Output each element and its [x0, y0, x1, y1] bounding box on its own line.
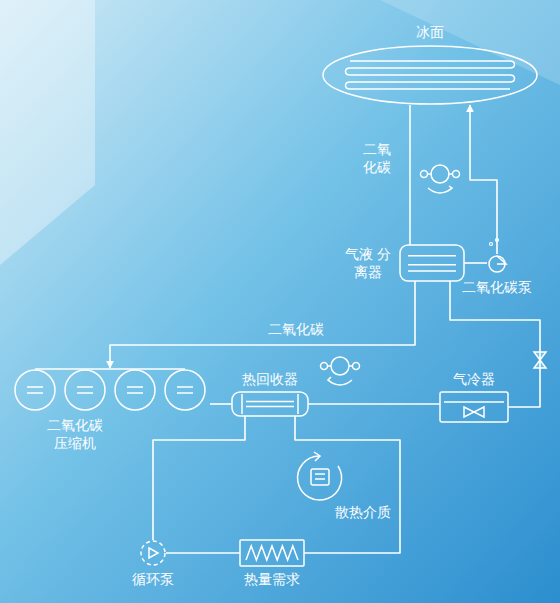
- pump-arrow: [149, 548, 158, 558]
- pipe: [153, 416, 245, 540]
- component-label: 循环泵: [132, 570, 174, 588]
- pipe: [450, 281, 540, 407]
- component-label: 热量需求: [244, 570, 300, 588]
- suction-header: [35, 368, 185, 370]
- component-label: 热回收器: [242, 370, 298, 388]
- sep-shape: [400, 245, 464, 281]
- liquid-level: [408, 270, 456, 272]
- ice-rink: 冰面: [322, 45, 538, 105]
- fan-symbol: [464, 407, 484, 417]
- component-label: 冰面: [416, 23, 444, 41]
- rink-outline: [323, 46, 537, 104]
- exchanger-tube: [246, 406, 294, 408]
- liquid-level: [408, 255, 456, 257]
- pale-panel: [0, 0, 95, 265]
- compressor-mark: [77, 392, 93, 394]
- hx-shape: [232, 392, 308, 416]
- pipe: [110, 281, 415, 368]
- node-shape: [322, 45, 538, 105]
- heat-demand: 热量需求: [240, 540, 304, 566]
- exchanger-plate: [297, 394, 299, 414]
- cp-shape: [141, 541, 165, 565]
- pipe: [409, 105, 411, 245]
- pump-body: [141, 541, 165, 565]
- pump-body: [489, 256, 505, 272]
- pipe: [464, 262, 487, 264]
- compressor-bank: 二氧化碳 压缩机: [10, 368, 210, 412]
- compressor-unit: [115, 370, 155, 410]
- component-label: 气冷器: [453, 370, 495, 388]
- node-shape: [240, 540, 304, 566]
- compressor-mark: [177, 386, 193, 388]
- label-holder: 二氧 化碳: [362, 140, 393, 176]
- medium-label: 散热介质: [335, 503, 391, 521]
- component-label: 二氧化碳泵: [462, 278, 532, 296]
- co2-pump: 二氧化碳泵: [487, 254, 507, 274]
- co2-flow-icon: [421, 165, 460, 193]
- liquid-level: [408, 264, 456, 266]
- compressor-mark: [177, 392, 193, 394]
- exchanger-body: [232, 392, 308, 416]
- demand-body: [240, 540, 304, 566]
- co2-label: 二氧 化碳: [362, 140, 393, 176]
- compressor-unit: [65, 370, 105, 410]
- exchanger-tube: [246, 401, 294, 403]
- component-label: 二氧化碳 压缩机: [44, 416, 106, 452]
- node-shape: [440, 392, 508, 422]
- label-holder: 散热介质: [335, 503, 391, 521]
- radiator-zigzag: [246, 546, 298, 560]
- pump-shape: [489, 256, 506, 272]
- pale-stripe: [380, 0, 560, 85]
- separator-body: [400, 245, 464, 281]
- gas-cooler: 气冷器: [440, 392, 508, 422]
- comp-shape: [15, 369, 205, 410]
- medium-icon: [298, 452, 342, 500]
- hd-shape: [240, 540, 304, 566]
- pipe: [295, 416, 400, 553]
- compressor-mark: [27, 386, 43, 388]
- pump-outlet: [497, 256, 506, 264]
- co2-label: 二氧化碳: [268, 320, 324, 338]
- pipe: [470, 105, 497, 254]
- circulation-pump: 循环泵: [140, 540, 166, 566]
- component-label: 气液 分离器: [344, 245, 392, 281]
- co2-flow-icon: [321, 357, 360, 385]
- separator: 气液 分离器: [400, 245, 464, 281]
- rink-coil: [346, 61, 515, 89]
- heat-recovery: 热回收器: [232, 392, 308, 416]
- compressor-unit: [15, 370, 55, 410]
- node-shape: [232, 392, 308, 416]
- label-holder: 二氧化碳: [268, 320, 324, 338]
- exchanger-plate: [241, 394, 243, 414]
- node-shape: [140, 540, 166, 566]
- compressor-unit: [165, 370, 205, 410]
- ice-shape: [323, 46, 537, 104]
- cooler-body: [440, 392, 508, 422]
- pipe: [308, 403, 440, 405]
- node-shape: [487, 254, 507, 274]
- pipe: [166, 552, 240, 554]
- cooler-coil: [444, 401, 504, 403]
- compressor-mark: [77, 386, 93, 388]
- compressor-mark: [27, 392, 43, 394]
- pipe: [210, 403, 232, 405]
- compressor-mark: [127, 386, 143, 388]
- gc-shape: [440, 392, 508, 422]
- node-shape: [10, 368, 210, 412]
- compressor-mark: [127, 392, 143, 394]
- node-shape: [400, 245, 464, 281]
